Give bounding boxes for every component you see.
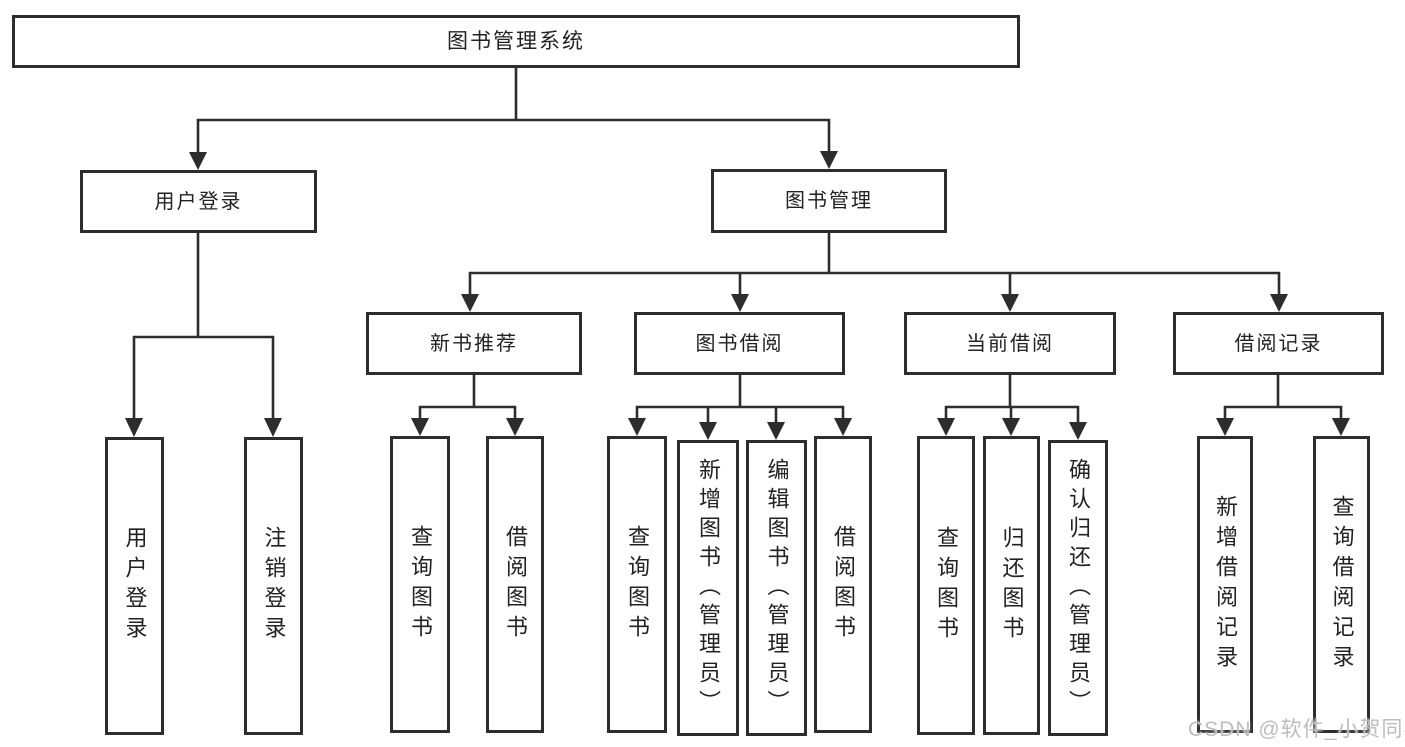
node-user-login: 用户登录 [80,170,317,233]
node-add-borrow-record: 新增借阅记录 [1197,436,1253,733]
node-user-login-leaf: 用户登录 [105,437,164,735]
node-query-books-current: 查询图书 [917,436,975,735]
node-query-books-borrowing: 查询图书 [607,436,667,733]
node-return-books: 归还图书 [983,436,1040,735]
node-confirm-return-admin: 确认归还（管理员） [1048,440,1108,736]
watermark: CSDN @软件_小贺同学 [1188,718,1405,741]
node-book-borrowing: 图书借阅 [634,312,845,375]
node-add-books-admin: 新增图书（管理员） [677,440,739,736]
connector-book-borrowing-to-leaves [628,374,852,440]
node-borrow-books-recommend: 借阅图书 [486,436,544,733]
node-edit-books-admin: 编辑图书（管理员） [746,440,807,736]
node-book-management: 图书管理 [711,169,947,233]
node-query-borrow-record: 查询借阅记录 [1313,436,1370,733]
connector-book-management-to-level3 [461,232,1288,312]
node-borrow-books-leaf: 借阅图书 [814,436,872,733]
node-borrowing-records: 借阅记录 [1173,312,1384,375]
node-logout-leaf: 注销登录 [244,437,303,735]
connector-new-book-recommendation-to-leaves [411,374,524,436]
node-library-management-system: 图书管理系统 [12,15,1020,68]
connector-current-borrowing-to-leaves [937,374,1087,440]
connector-root-to-level2 [189,66,838,170]
connector-user-login-to-leaves [125,232,282,437]
connector-borrowing-records-to-leaves [1216,374,1350,436]
node-new-book-recommendation: 新书推荐 [366,312,582,375]
node-query-books-recommend: 查询图书 [390,436,450,733]
node-current-borrowing: 当前借阅 [904,312,1116,375]
